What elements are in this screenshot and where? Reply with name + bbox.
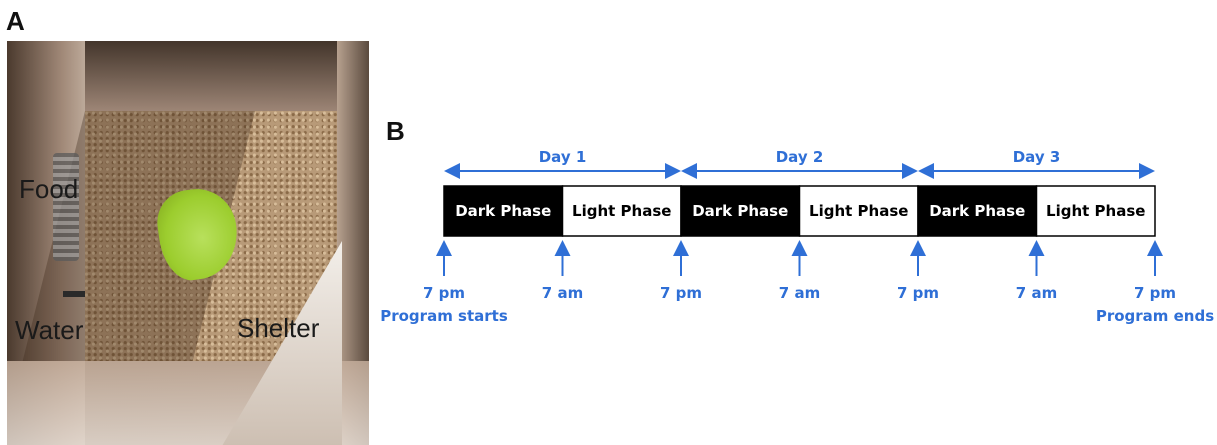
cage-photo: Food Water Shelter — [7, 41, 369, 445]
time-label: 7 am — [779, 284, 820, 302]
time-label: 7 pm — [897, 284, 939, 302]
phase-label: Dark Phase — [455, 202, 551, 220]
day-label: Day 2 — [776, 148, 824, 166]
phase-label: Light Phase — [809, 202, 908, 220]
phase-bar: Dark Phase Light Phase Dark Phase Light Pha… — [443, 185, 1156, 237]
time-label: 7 pm — [1134, 284, 1176, 302]
time-label: 7 pm — [660, 284, 702, 302]
phase-label: Dark Phase — [692, 202, 788, 220]
dark-phase-box — [917, 185, 1038, 237]
time-label: 7 am — [1016, 284, 1057, 302]
phase-label: Light Phase — [1046, 202, 1145, 220]
time-label: 7 am — [542, 284, 583, 302]
water-label: Water — [15, 315, 84, 345]
food-label: Food — [19, 174, 79, 204]
day-spans: Day 1 Day 2 Day 3 — [444, 148, 1155, 179]
light-phase-box — [1035, 185, 1156, 237]
phase-label: Dark Phase — [929, 202, 1025, 220]
food-hopper — [53, 153, 79, 261]
phase-label: Light Phase — [572, 202, 671, 220]
time-markers: 7 pm 7 am 7 pm 7 am 7 pm 7 am 7 pm Program star… — [380, 240, 1214, 325]
water-spout — [63, 291, 85, 297]
panel-b-letter: B — [386, 116, 405, 146]
panel-a-letter: A — [6, 6, 25, 36]
shelter-label: Shelter — [237, 313, 320, 343]
day-label: Day 3 — [1013, 148, 1061, 166]
time-label: 7 pm — [423, 284, 465, 302]
dark-phase-box — [443, 185, 564, 237]
day-label: Day 1 — [539, 148, 587, 166]
program-start-note: Program starts — [380, 307, 508, 325]
light-phase-box — [798, 185, 919, 237]
program-end-note: Program ends — [1096, 307, 1214, 325]
